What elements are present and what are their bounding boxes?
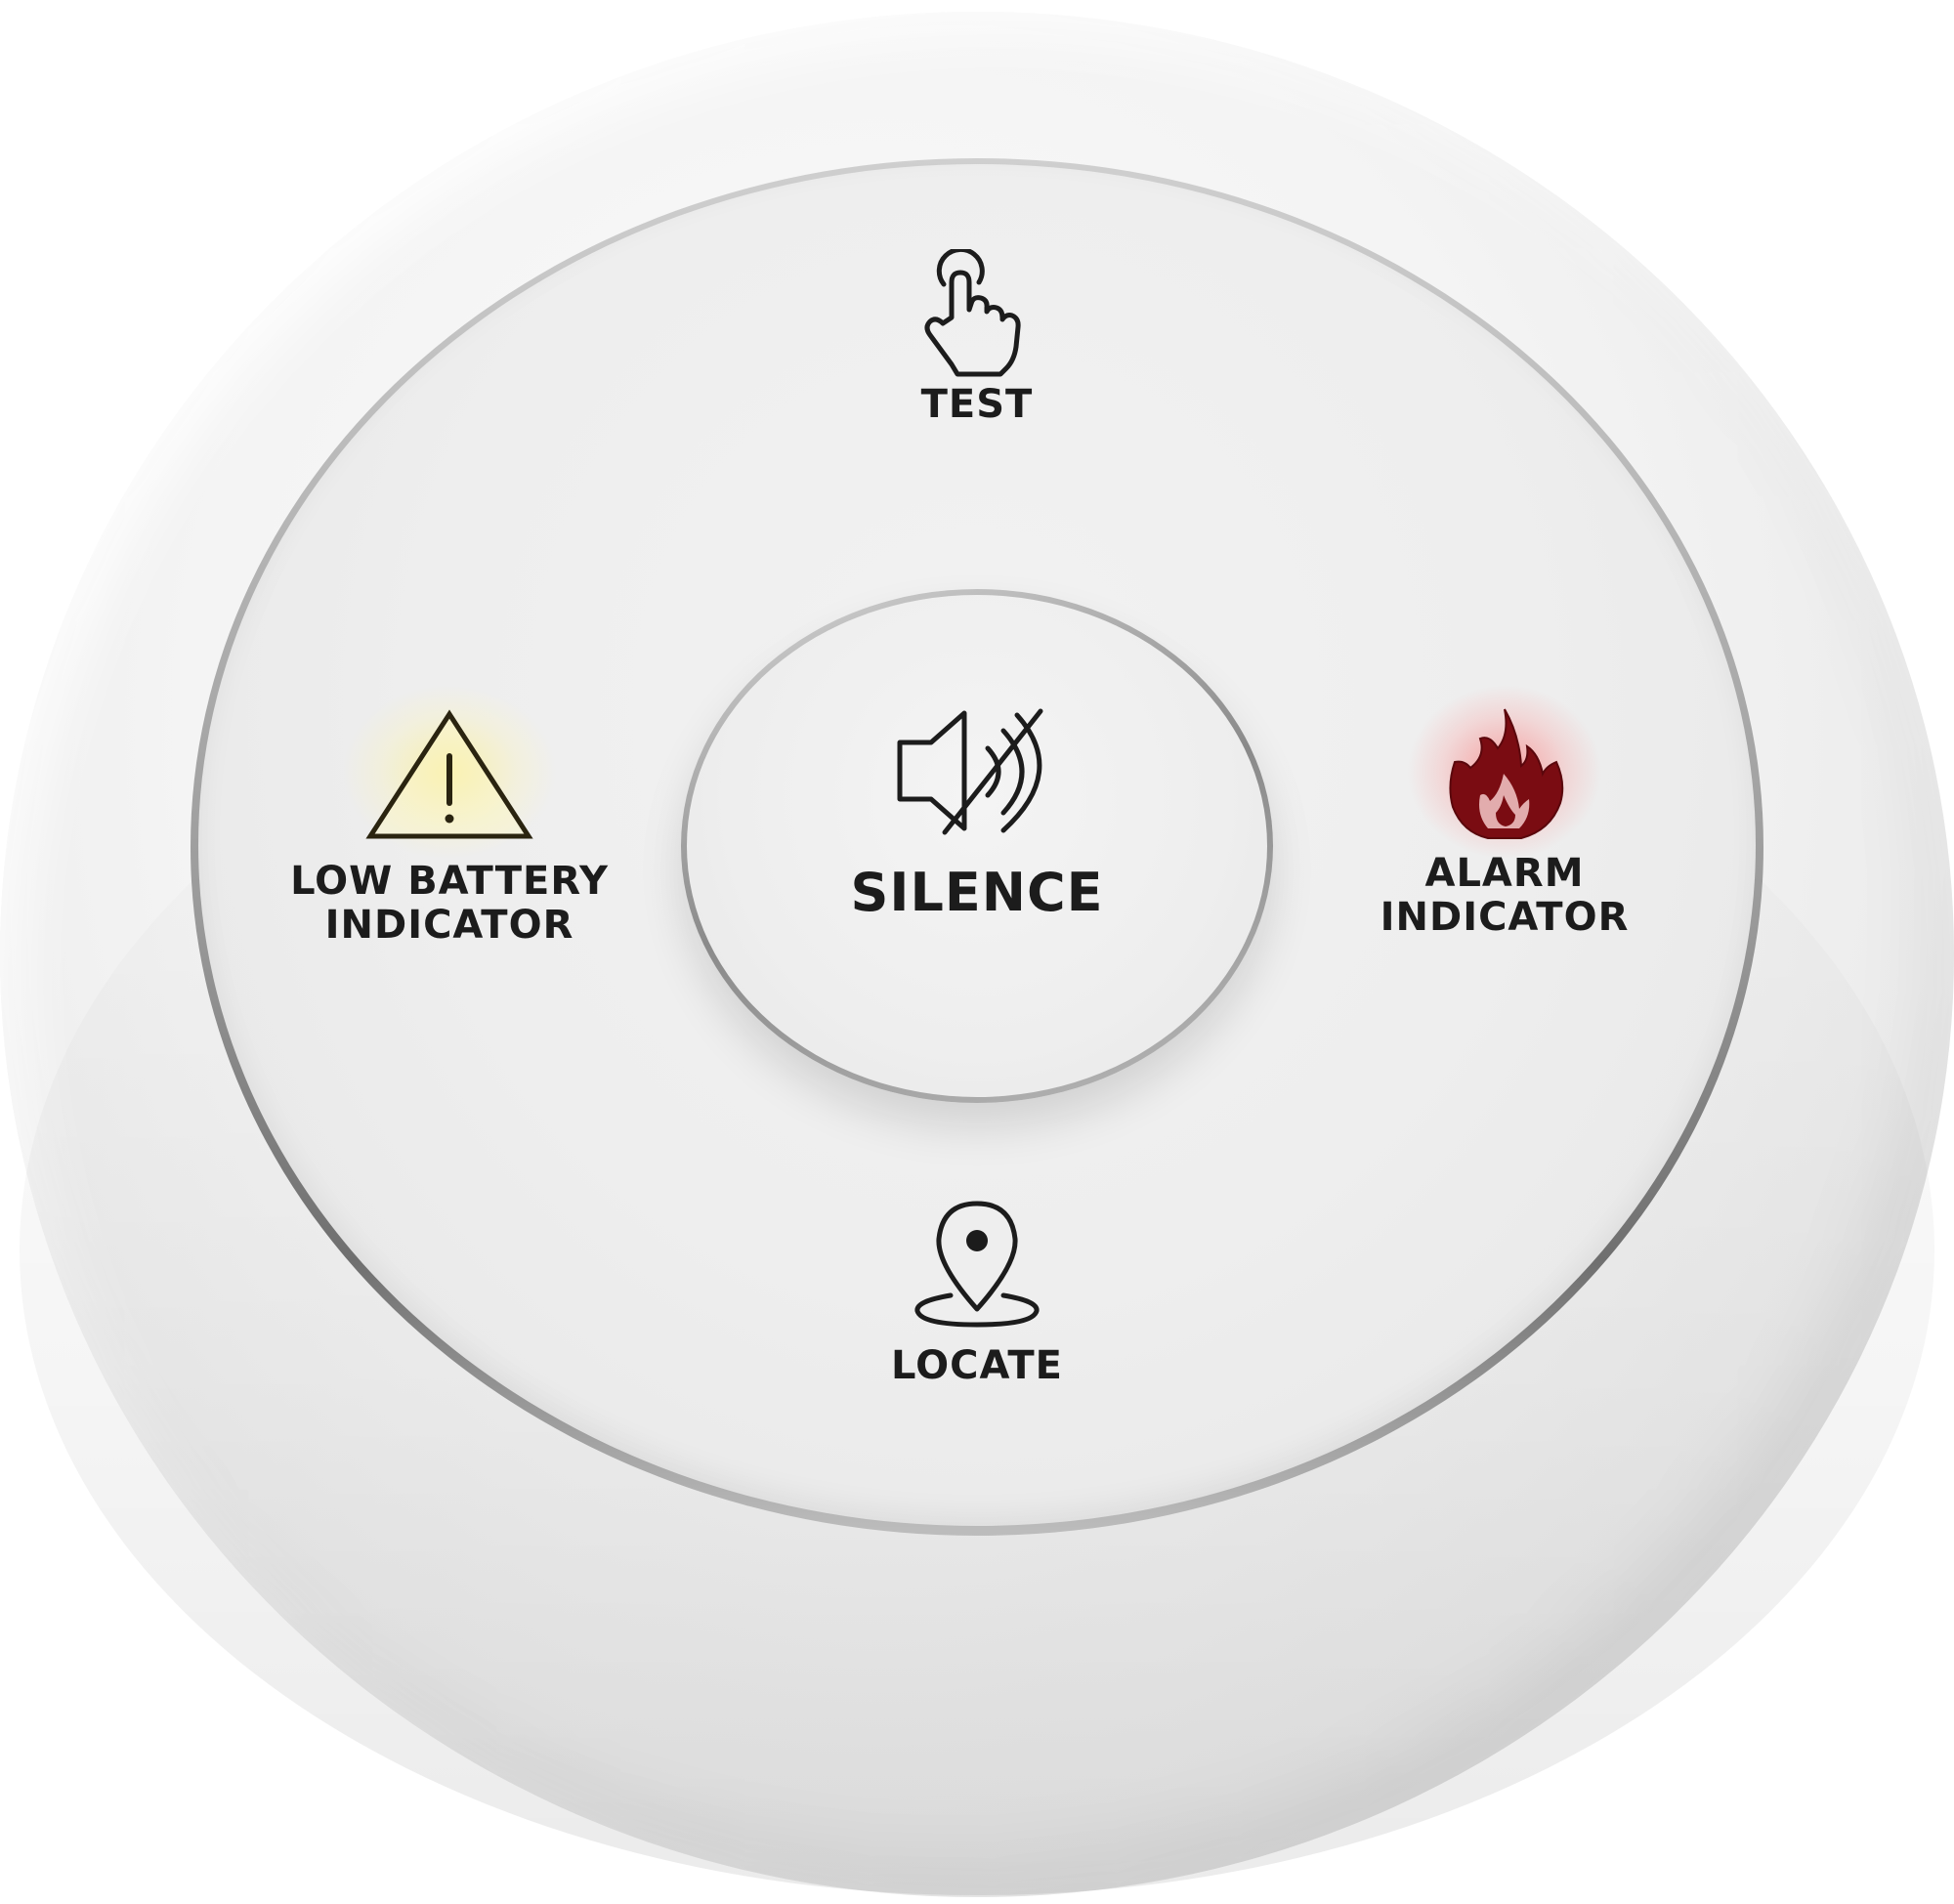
location-pin-icon[interactable] [912, 1200, 1042, 1329]
fire-icon [1441, 705, 1568, 840]
mute-speaker-icon[interactable] [894, 705, 1070, 838]
alarm-label-line2: INDICATOR [1380, 894, 1630, 940]
tap-finger-icon[interactable] [916, 246, 1034, 378]
low-battery-label-line1: LOW BATTERY [290, 859, 609, 904]
low-battery-label: LOW BATTERY INDICATOR [249, 860, 650, 948]
locate-label: LOCATE [891, 1343, 1063, 1388]
alarm-label-line1: ALARM [1424, 851, 1585, 896]
silence-button[interactable] [687, 595, 1267, 1097]
silence-label: SILENCE [850, 862, 1104, 923]
test-label: TEST [920, 382, 1034, 427]
low-battery-label-line2: INDICATOR [324, 902, 574, 948]
alarm-label: ALARM INDICATOR [1338, 852, 1671, 940]
warning-triangle-icon [364, 709, 534, 842]
